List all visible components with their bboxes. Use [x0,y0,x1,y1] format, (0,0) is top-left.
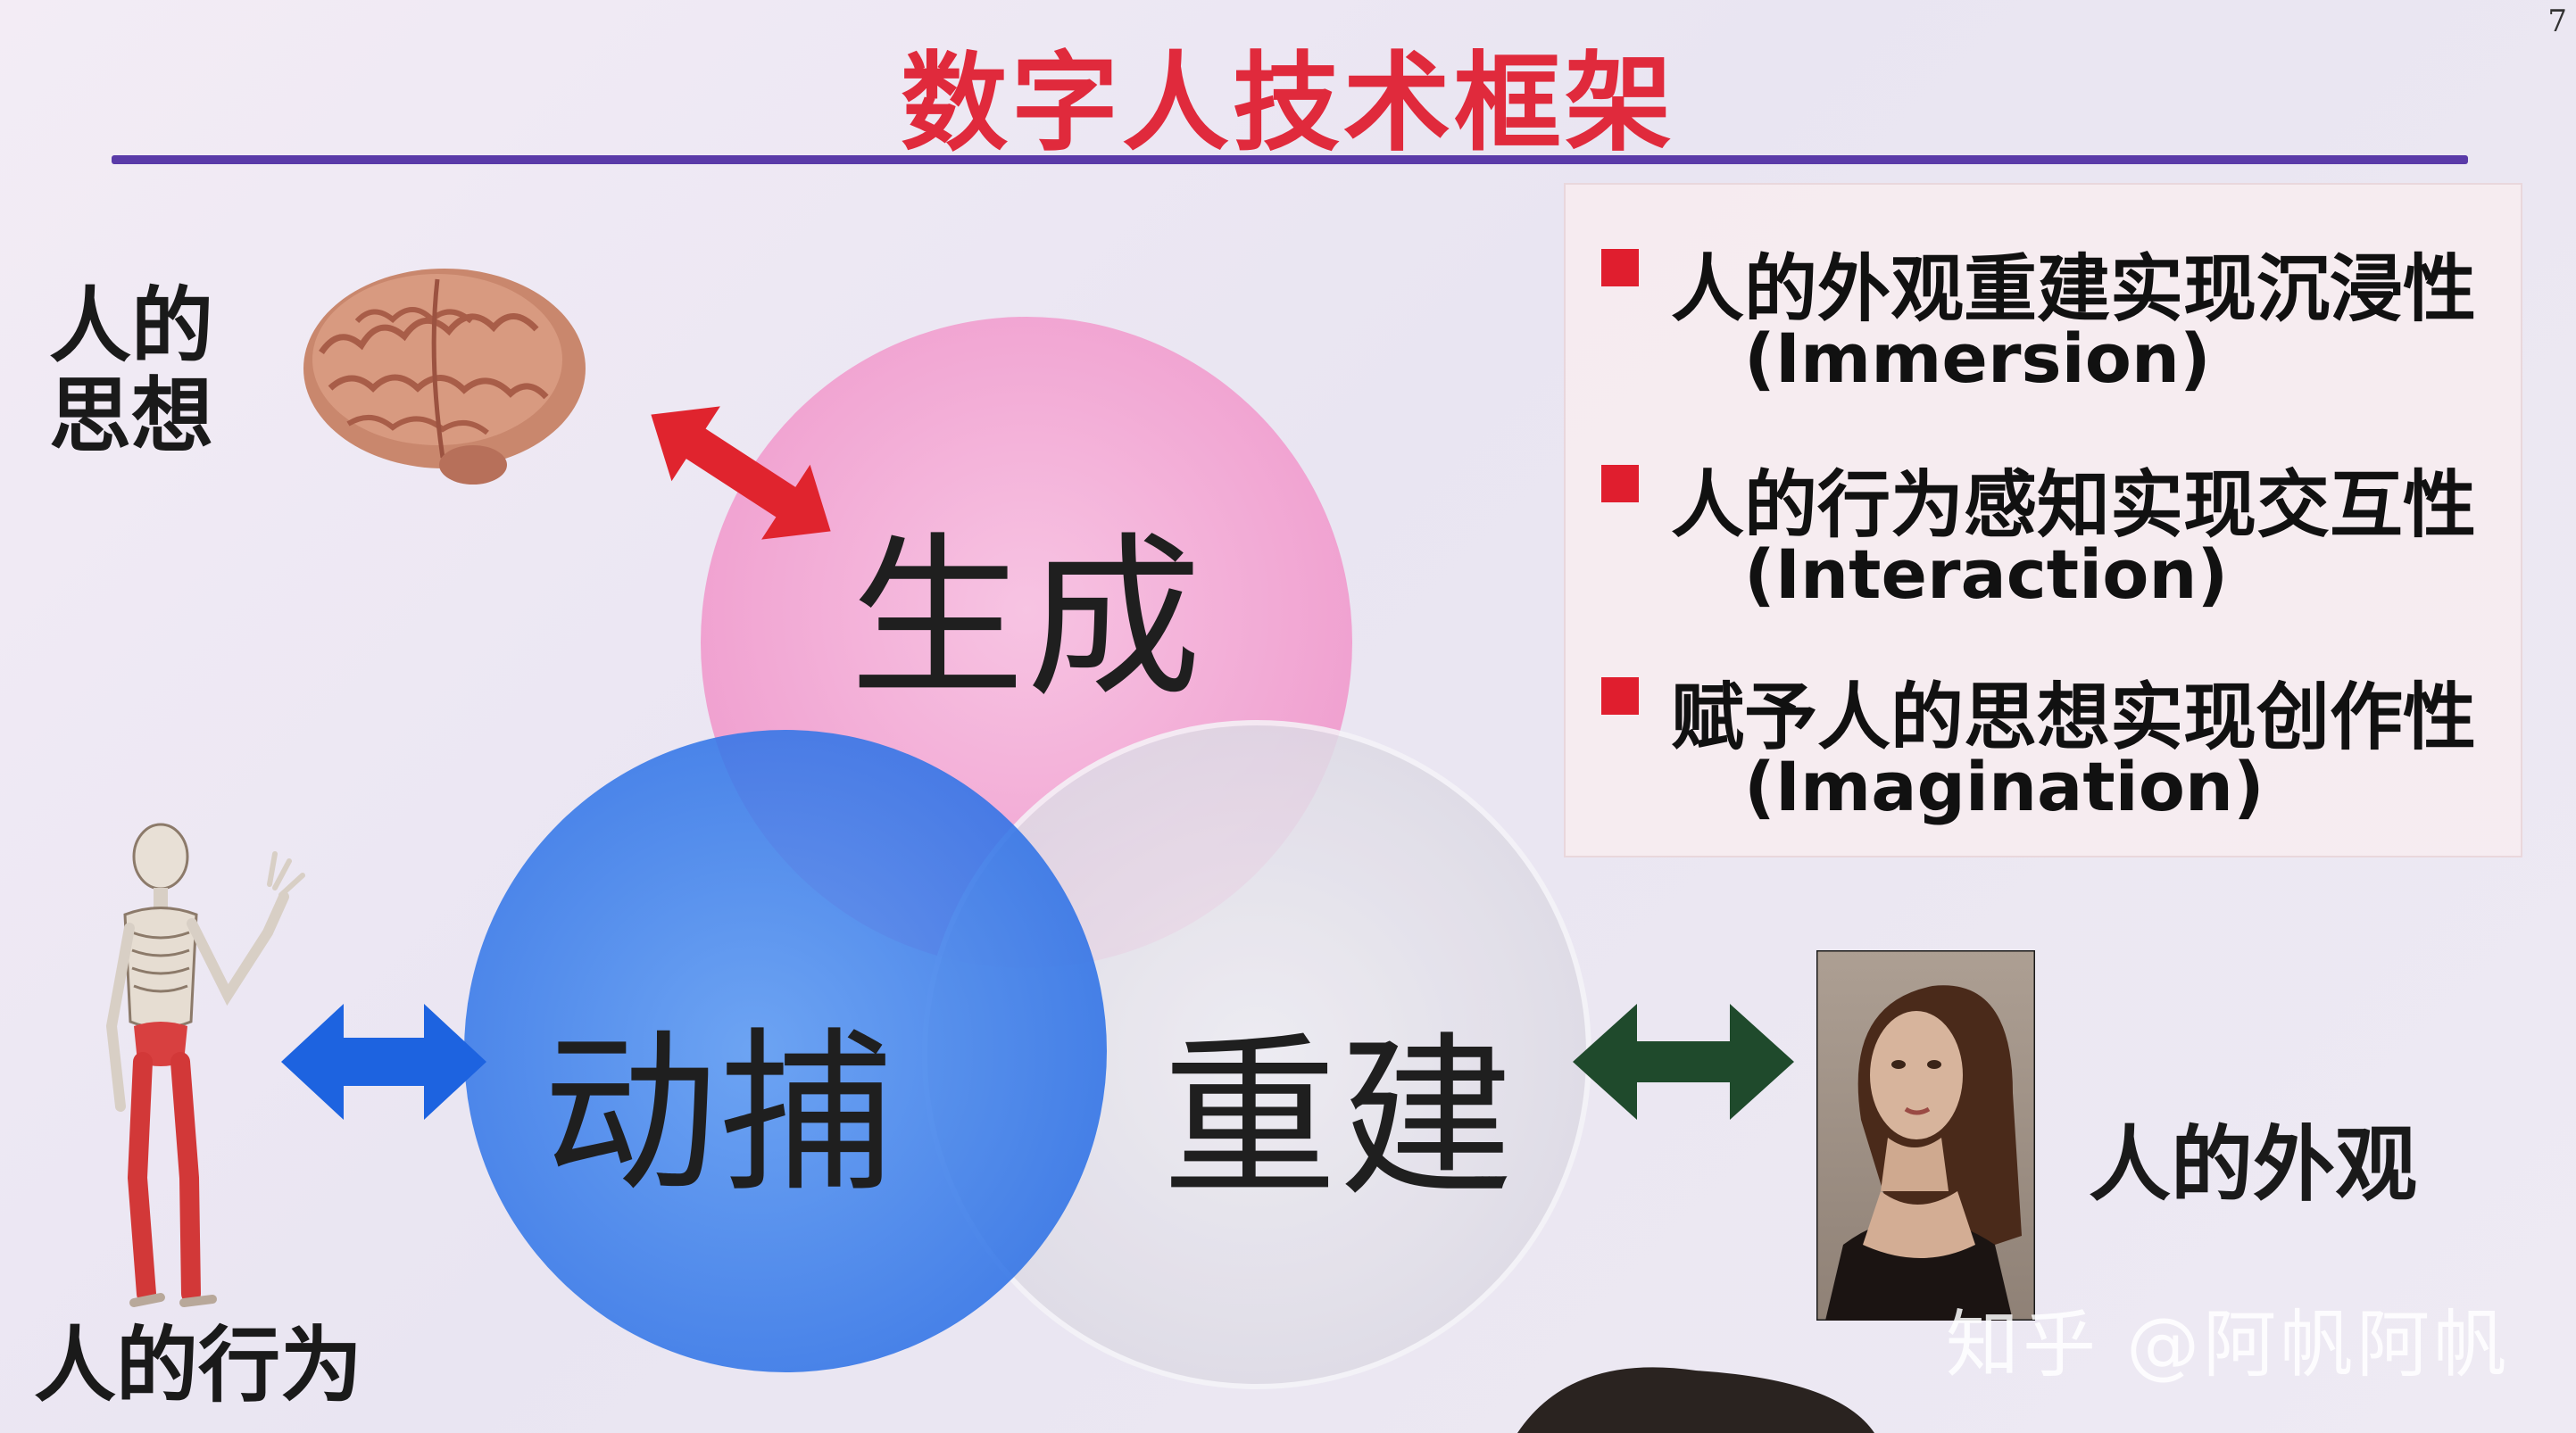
venn-label-mocap: 动捕 [543,1013,897,1216]
arrow-body-mocap-icon [281,1004,486,1120]
portrait-photo [1816,950,2035,1321]
bullet-main-text: 人的行为感知实现交互性 [1671,463,2477,548]
title-divider [112,155,2468,164]
bullet-sub-text: (Imagination) [1744,747,2264,826]
bullet-main-text: 赋予人的思想实现创作性 [1671,675,2477,760]
page-number: 7 [2547,4,2567,39]
label-behavior: 人的行为 [34,1318,363,1413]
principles-box: 人的外观重建实现沉浸性 (Immersion) 人的行为感知实现交互性 (Int… [1564,183,2522,857]
label-thought-line1: 人的 [49,278,214,374]
audience-head-silhouette [1517,1367,1874,1433]
venn-label-generate: 生成 [850,518,1204,721]
venn-circle-mocap [464,730,1107,1372]
arrow-brain-generate-icon [651,406,831,540]
bullet-square-icon [1601,249,1639,286]
skeleton-figure-illustration [105,823,305,1307]
bullet-main-text: 人的外观重建实现沉浸性 [1671,247,2477,332]
venn-label-reconstruct: 重建 [1162,1017,1517,1221]
label-thought-line2: 思想 [49,369,214,465]
bullet-square-icon [1601,465,1639,502]
bullet-sub-text: (Immersion) [1744,319,2211,398]
arrow-face-reconstruct-icon [1573,1004,1794,1120]
bullet-square-icon [1601,677,1639,715]
label-appearance: 人的外观 [2089,1117,2418,1213]
watermark-text: 知乎 @阿帆阿帆 [1946,1303,2511,1387]
slide-title: 数字人技术框架 [901,42,1675,166]
brain-illustration [303,269,586,485]
bullet-sub-text: (Interaction) [1744,534,2229,614]
label-thought: 人的 思想 [49,278,214,465]
